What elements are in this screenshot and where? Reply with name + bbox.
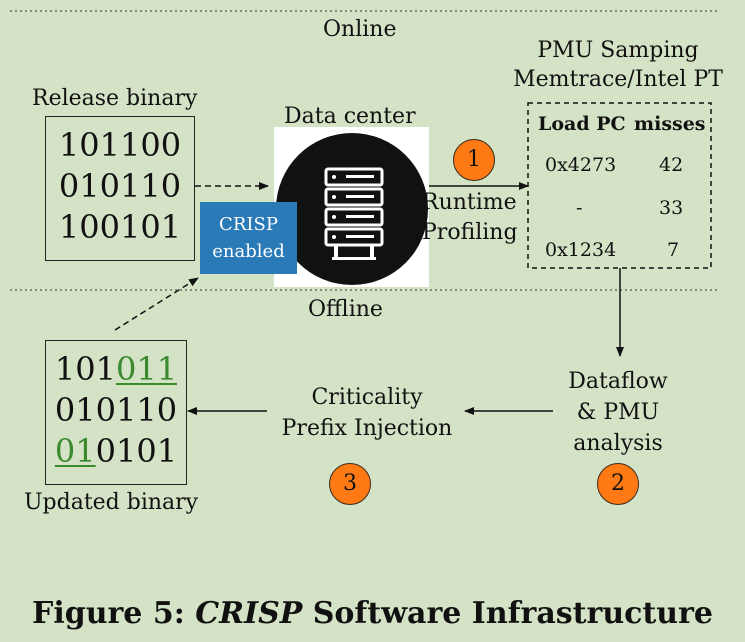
pmu-header-misses: misses: [634, 113, 706, 135]
updated-line1-plain: 101: [54, 350, 116, 388]
pmu-row-1-misses: 42: [659, 154, 684, 176]
prefix-injection-label: Criticality Prefix Injection: [268, 382, 466, 444]
runtime-line1: Runtime: [422, 190, 517, 215]
pmu-title: PMU Samping Memtrace/Intel PT: [508, 36, 728, 94]
pmu-row-3-pc: 0x1234: [545, 239, 617, 261]
release-line-1: 101100: [58, 126, 182, 164]
server-rack-icon: [276, 133, 428, 285]
release-binary-label: Release binary: [32, 86, 198, 111]
crisp-badge-line1: CRISP: [219, 214, 278, 235]
step-2-badge: 2: [597, 463, 639, 505]
updated-binary-box: 101011 010110 010101: [45, 340, 187, 485]
pmu-row-2-misses: 33: [659, 197, 684, 219]
updated-line-2: 010110: [54, 391, 178, 429]
pmu-row-1-pc: 0x4273: [545, 154, 617, 176]
release-binary-box: 101100 010110 100101: [45, 116, 195, 261]
crisp-enabled-badge: CRISP enabled: [200, 202, 297, 274]
injection-line2: Prefix Injection: [281, 416, 453, 441]
updated-line1-highlight: 011: [116, 350, 178, 388]
caption-prefix: Figure 5:: [32, 596, 196, 631]
datacenter-panel: [274, 127, 429, 287]
pmu-title-line2: Memtrace/Intel PT: [513, 67, 723, 92]
pmu-box: [527, 102, 712, 269]
injection-line1: Criticality: [311, 385, 423, 410]
runtime-profiling-label: Runtime Profiling: [422, 188, 518, 248]
pmu-title-line1: PMU Samping: [537, 38, 699, 63]
updated-line3-highlight: 01: [54, 432, 96, 470]
caption-name: CRISP: [195, 596, 303, 631]
updated-binary-label: Updated binary: [24, 490, 199, 515]
online-label: Online: [323, 17, 397, 42]
pmu-row-2-pc: -: [576, 197, 583, 219]
step-1-badge: 1: [453, 139, 495, 181]
updated-line-1: 101011: [46, 349, 186, 390]
updated-line-3: 010101: [46, 431, 186, 472]
pmu-header-loadpc: Load PC: [538, 113, 626, 135]
dataflow-line1: Dataflow: [568, 369, 668, 394]
release-line-2: 010110: [58, 167, 182, 205]
updated-line3-plain: 0101: [95, 432, 178, 470]
step-3-badge: 3: [329, 463, 371, 505]
dataflow-line3: analysis: [573, 431, 663, 456]
caption-suffix: Software Infrastructure: [302, 596, 713, 631]
pmu-row-3-misses: 7: [667, 239, 680, 261]
datacenter-label: Data center: [284, 104, 416, 129]
offline-label: Offline: [308, 297, 383, 322]
dataflow-line2: & PMU: [576, 400, 660, 425]
figure-caption: Figure 5: CRISP Software Infrastructure: [0, 596, 745, 631]
dataflow-analysis-label: Dataflow & PMU analysis: [548, 366, 688, 459]
redeploy-arrow: [114, 277, 199, 331]
release-line-3: 100101: [58, 208, 182, 246]
crisp-badge-line2: enabled: [212, 241, 285, 262]
runtime-line2: Profiling: [422, 220, 518, 245]
